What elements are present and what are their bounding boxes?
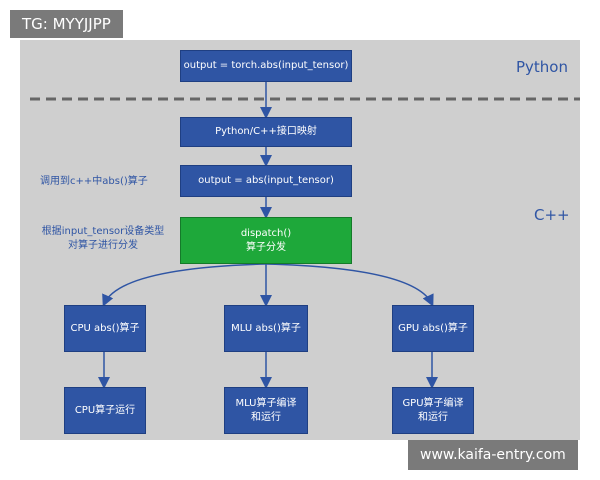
python-call-box: output = torch.abs(input_tensor) [180,50,352,82]
top-watermark: TG: MYYJJPP [10,10,123,38]
mlu-abs-box: MLU abs()算子 [224,305,308,352]
interface-mapping-box: Python/C++接口映射 [180,117,352,147]
dispatch-box: dispatch() 算子分发 [180,217,352,264]
dispatch-note-label: 根据input_tensor设备类型 对算子进行分发 [41,226,165,251]
call-cpp-label: 调用到c++中abs()算子 [40,176,148,187]
gpu-abs-box: GPU abs()算子 [392,305,474,352]
arrow-dispatch-to-cpu [102,263,267,307]
gpu-run-box: GPU算子编译 和运行 [392,387,474,434]
cpu-run-box: CPU算子运行 [64,387,146,434]
arrow-dispatch-to-gpu [265,263,434,307]
python-region-label: Python [516,58,568,76]
cpp-call-box: output = abs(input_tensor) [180,165,352,197]
bottom-watermark: www.kaifa-entry.com [408,440,578,470]
cpp-region-label: C++ [534,206,570,224]
cpu-abs-box: CPU abs()算子 [64,305,146,352]
mlu-run-box: MLU算子编译 和运行 [224,387,308,434]
